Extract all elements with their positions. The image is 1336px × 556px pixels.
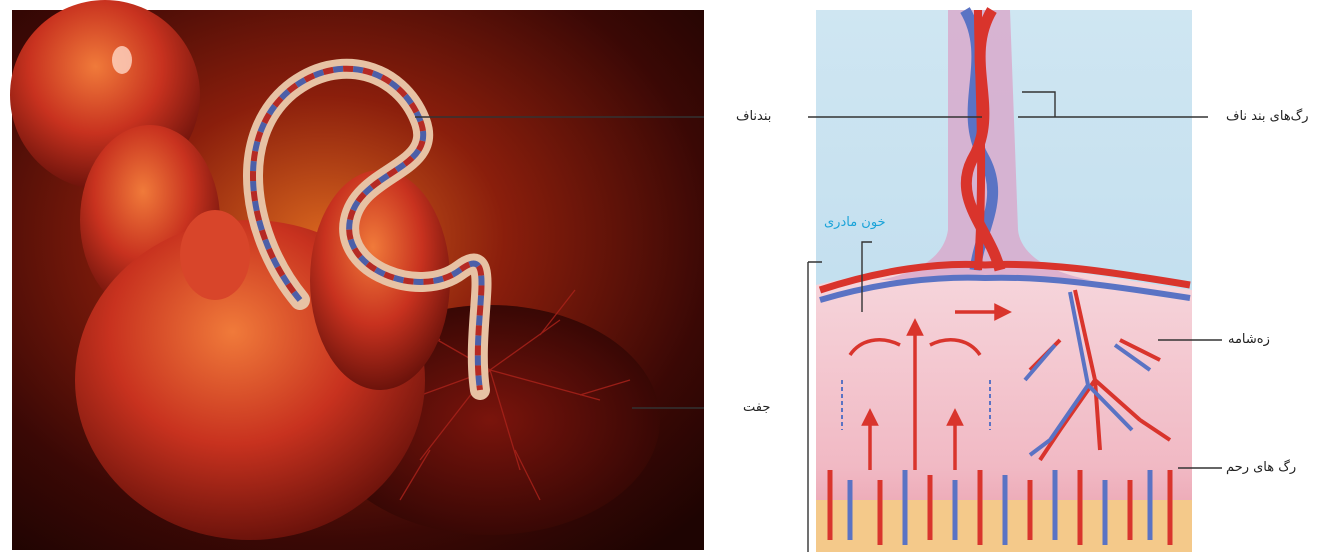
label-umbilical-cord: بندناف — [736, 109, 771, 125]
placenta-cross-section — [816, 10, 1192, 552]
label-villus: زه‌شامه — [1228, 332, 1270, 348]
label-umbilical-vessels: رگ‌های بند ناف — [1226, 109, 1309, 125]
label-maternal-blood: خون مادری — [824, 215, 886, 231]
label-uterine-vessels: رگ‌ های رحم — [1226, 460, 1296, 476]
label-placenta: جفت — [743, 400, 770, 416]
fetus-illustration — [10, 0, 704, 550]
